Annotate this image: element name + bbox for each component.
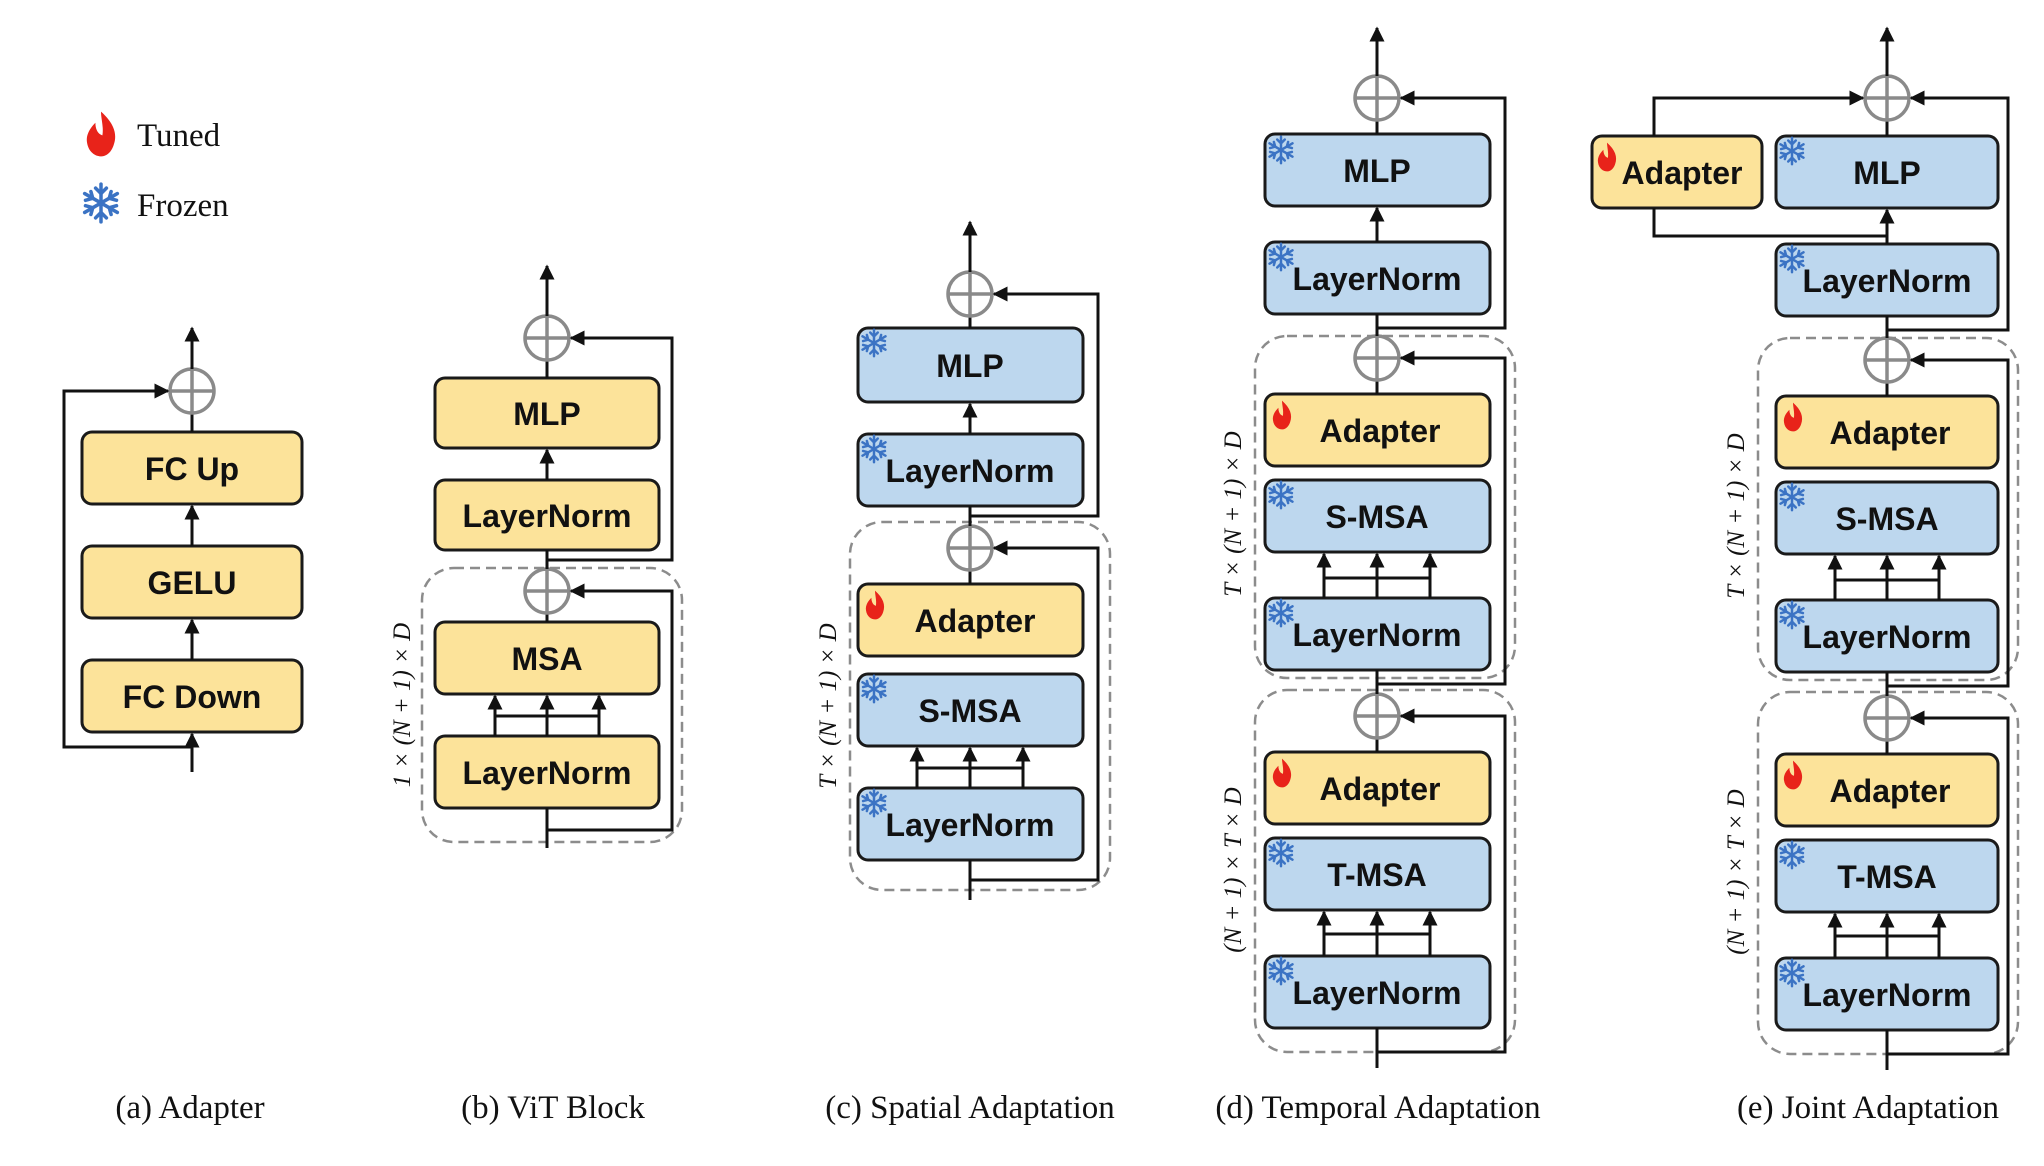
dim-label-spatial: T × (N + 1) × D (1220, 431, 1247, 596)
fc-up-label: FC Up (145, 451, 239, 487)
layernorm-top-label: LayerNorm (1293, 261, 1462, 297)
caption-adapter: (a) Adapter (115, 1090, 264, 1126)
s-msa-block (1774, 480, 2000, 556)
s-msa-block (856, 672, 1085, 748)
mlp-label: MLP (936, 348, 1004, 384)
adapter-label: Adapter (915, 603, 1036, 639)
caption-temporal-adaptation: (d) Temporal Adaptation (1215, 1090, 1540, 1126)
layernorm-top-label: LayerNorm (886, 453, 1055, 489)
mlp-label: MLP (1343, 153, 1411, 189)
panel-vit-block: MLP LayerNorm MSA LayerNorm 1 × (N + 1) … (389, 264, 684, 1126)
adapter-spatial-label: Adapter (1320, 413, 1441, 449)
s-msa-block (1263, 478, 1492, 554)
s-msa-label: S-MSA (1325, 499, 1428, 535)
layernorm-bottom-label: LayerNorm (463, 755, 632, 791)
t-msa-block (1774, 838, 2000, 914)
gelu-label: GELU (148, 565, 237, 601)
t-msa-label: T-MSA (1837, 859, 1937, 895)
panel-joint-adaptation: Adapter MLP LayerNorm Adapter S-MSA Laye… (1590, 26, 2020, 1126)
dim-label-spatial: T × (N + 1) × D (1723, 433, 1750, 598)
s-msa-label: S-MSA (918, 693, 1021, 729)
adapter-mlp-label: Adapter (1622, 155, 1743, 191)
caption-spatial-adaptation: (c) Spatial Adaptation (825, 1090, 1115, 1126)
t-msa-block (1263, 836, 1492, 912)
layernorm-spatial-label: LayerNorm (1803, 619, 1972, 655)
dim-label: 1 × (N + 1) × D (389, 623, 416, 788)
mlp-label: MLP (1853, 155, 1921, 191)
dim-label: T × (N + 1) × D (815, 623, 842, 788)
dim-label-temporal: (N + 1) × T × D (1723, 789, 1750, 954)
layernorm-temporal-label: LayerNorm (1293, 975, 1462, 1011)
layernorm-top-label: LayerNorm (463, 498, 632, 534)
panel-adapter: FC Up GELU FC Down (a) Adapter (62, 326, 304, 1126)
legend-frozen-label: Frozen (137, 188, 229, 224)
caption-joint-adaptation: (e) Joint Adaptation (1737, 1090, 1999, 1126)
layernorm-temporal-label: LayerNorm (1803, 977, 1972, 1013)
spatial-sub-block (848, 520, 1112, 892)
adapter-mlp-block (1590, 134, 1764, 210)
caption-vit-block: (b) ViT Block (461, 1090, 645, 1126)
adapter-temporal-label: Adapter (1830, 773, 1951, 809)
flame-icon (86, 111, 116, 157)
msa-label: MSA (511, 641, 582, 677)
adapter-spatial-label: Adapter (1830, 415, 1951, 451)
t-msa-label: T-MSA (1327, 857, 1427, 893)
mlp-label: MLP (513, 396, 581, 432)
fc-down-label: FC Down (123, 679, 262, 715)
panel-spatial-adaptation: MLP LayerNorm Adapter S-MSA LayerNorm T … (815, 220, 1115, 1126)
snowflake-icon (82, 182, 120, 224)
legend-tuned-label: Tuned (137, 118, 221, 154)
layernorm-top-label: LayerNorm (1803, 263, 1972, 299)
dim-label-temporal: (N + 1) × T × D (1220, 787, 1247, 952)
legend: Tuned Frozen (82, 111, 229, 224)
layernorm-spatial-label: LayerNorm (1293, 617, 1462, 653)
adapter-temporal-label: Adapter (1320, 771, 1441, 807)
panel-temporal-adaptation: MLP LayerNorm Adapter S-MSA LayerNorm Ad… (1215, 26, 1541, 1126)
s-msa-label: S-MSA (1835, 501, 1938, 537)
layernorm-bottom-label: LayerNorm (886, 807, 1055, 843)
